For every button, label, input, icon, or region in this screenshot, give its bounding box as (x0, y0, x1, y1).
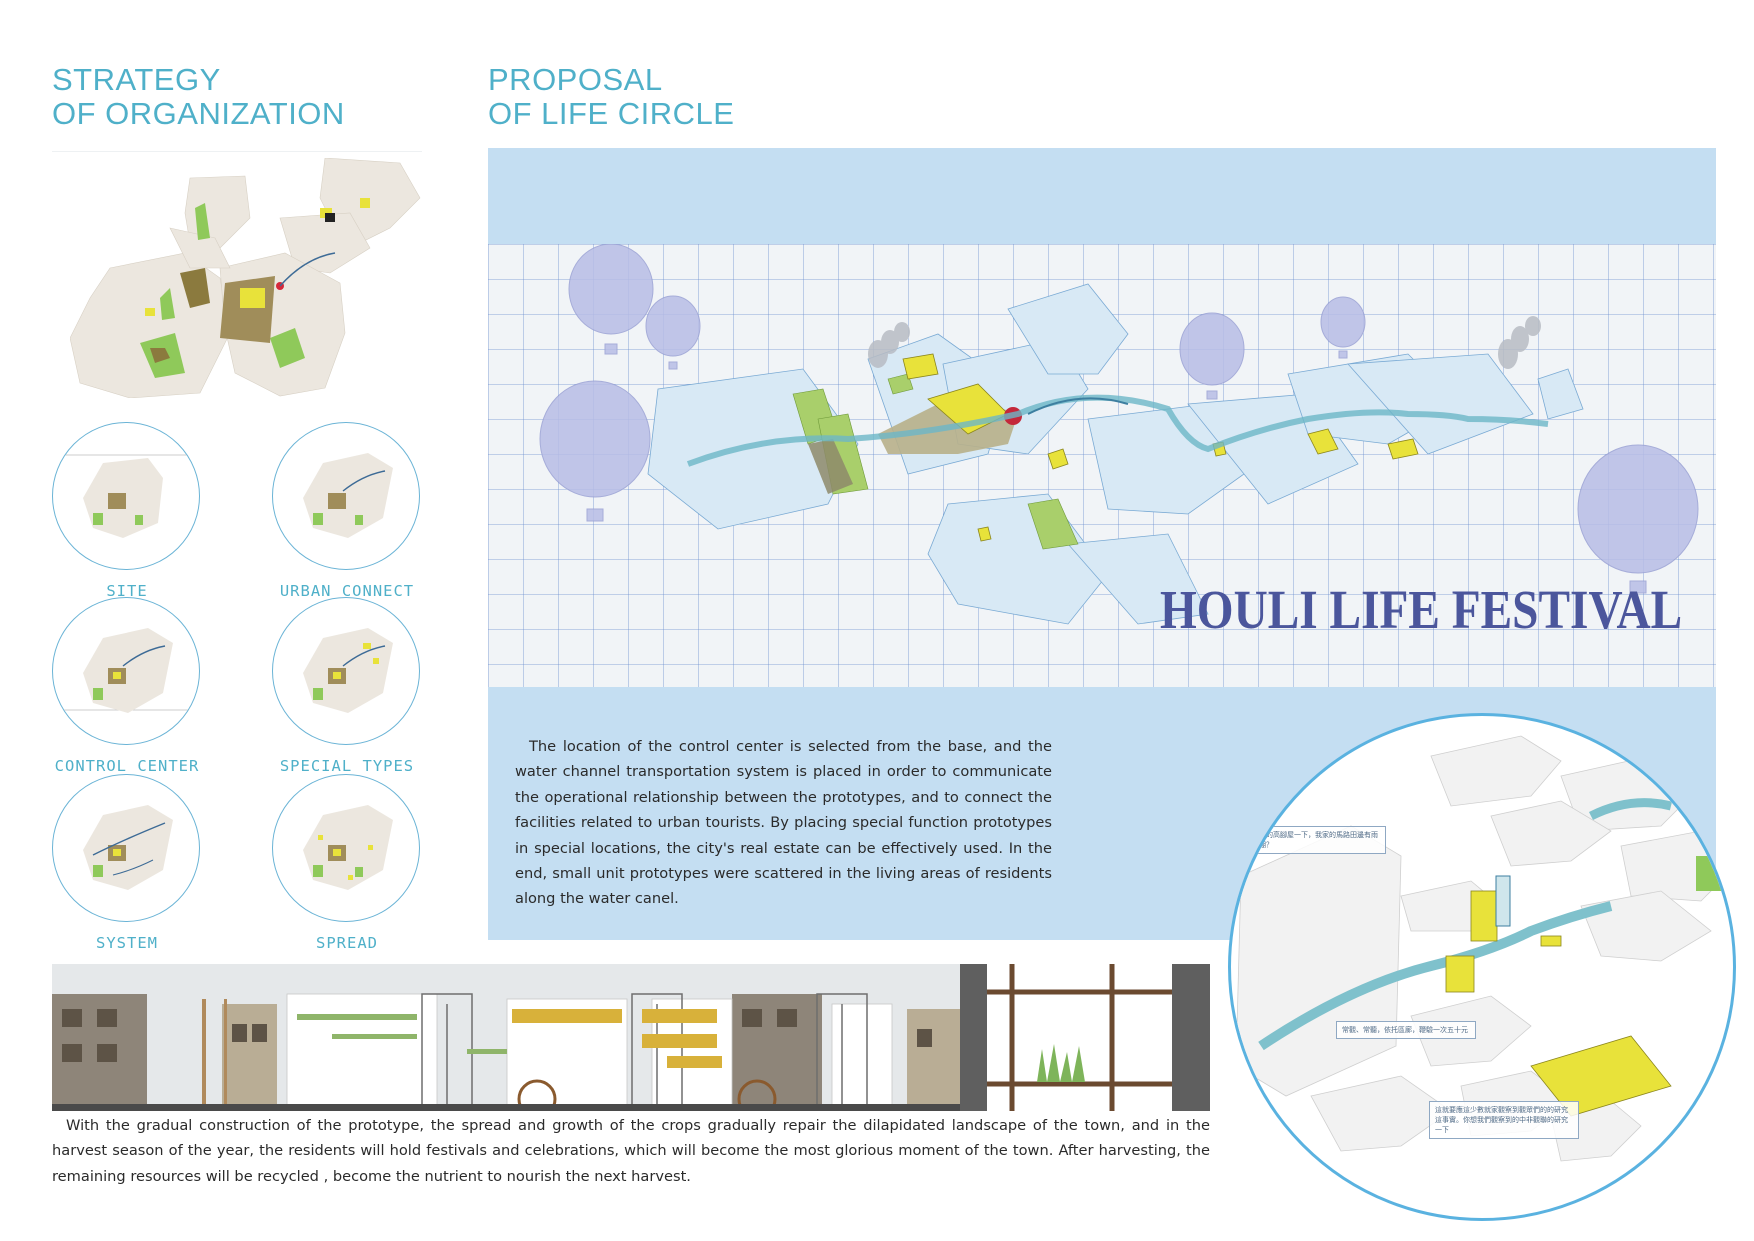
diagram-control-center: CONTROL CENTER (52, 597, 202, 775)
section-elevation-drawing (52, 964, 1210, 1111)
section-elevation (52, 964, 1210, 1111)
axon-note-2: 常觀、常聽，依托區廊，鞭驗一次五十元 (1336, 1021, 1476, 1039)
diagram-spread-label: SPREAD (316, 934, 378, 952)
diagram-special-types-label: SPECIAL TYPES (279, 757, 415, 775)
proposal-title: PROPOSAL OF LIFE CIRCLE (488, 63, 734, 131)
proposal-title-line1: PROPOSAL (488, 62, 663, 97)
diagram-control-center-circle (52, 597, 200, 745)
axon-note-1: 我家的高腳屋一下，我家的馬路田邊有雨傘棚？ (1246, 826, 1386, 854)
festival-map-drawing (488, 244, 1716, 687)
diagram-urban-connect: URBAN CONNECT (272, 422, 422, 600)
title-divider (52, 151, 422, 152)
diagram-special-types-circle (272, 597, 420, 745)
axon-note-3: 這就要應這少數就家觀察到觀眾們的的研究這事實。你想我們觀察到的中非觀聯的研究一下 (1429, 1101, 1579, 1139)
diagram-control-center-label: CONTROL CENTER (54, 757, 200, 775)
axonometric-view: 我家的高腳屋一下，我家的馬路田邊有雨傘棚？ 常觀、常聽，依托區廊，鞭驗一次五十元… (1228, 713, 1736, 1221)
diagram-site-label: SITE (106, 582, 148, 600)
diagram-special-types: SPECIAL TYPES (272, 597, 422, 775)
diagram-spread: SPREAD (272, 774, 422, 952)
diagram-urban-connect-label: URBAN CONNECT (279, 582, 415, 600)
strategy-title-line1: STRATEGY (52, 62, 221, 97)
axonometric-drawing (1235, 735, 1733, 1162)
site-plan-map (70, 158, 421, 398)
strategy-title: STRATEGY OF ORGANIZATION (52, 63, 345, 131)
diagram-system-label: SYSTEM (96, 934, 158, 952)
proposal-description: The location of the control center is se… (515, 738, 1052, 908)
festival-map (488, 244, 1716, 687)
diagram-system-circle (52, 774, 200, 922)
diagram-site-circle (52, 422, 200, 570)
diagram-spread-circle (272, 774, 420, 922)
festival-title: HOULI LIFE FESTIVAL (1160, 579, 1683, 640)
diagram-urban-connect-circle (272, 422, 420, 570)
diagram-site: SITE (52, 422, 202, 600)
strategy-title-line2: OF ORGANIZATION (52, 96, 345, 131)
harvest-description: With the gradual construction of the pro… (52, 1117, 1210, 1185)
proposal-title-line2: OF LIFE CIRCLE (488, 96, 735, 131)
diagram-system: SYSTEM (52, 774, 202, 952)
